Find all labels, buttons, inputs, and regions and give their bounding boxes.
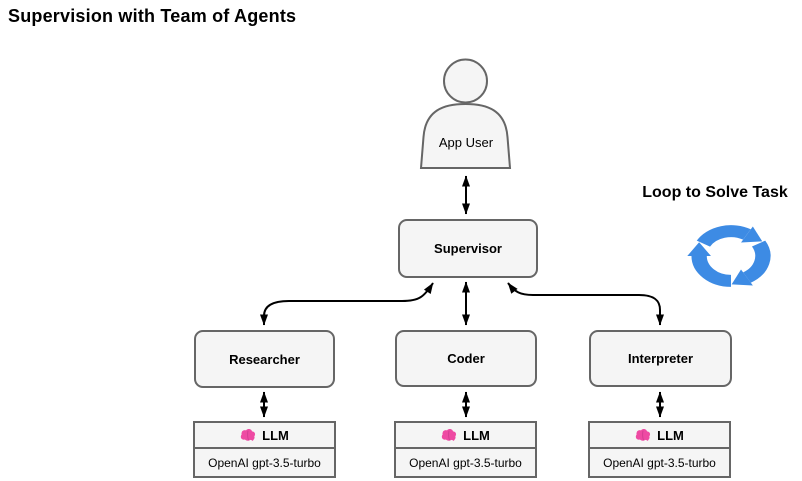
app-user-body (419, 102, 512, 169)
llm-model-label: OpenAI gpt-3.5-turbo (208, 455, 321, 470)
llm-model-label: OpenAI gpt-3.5-turbo (603, 455, 716, 470)
app-user-label: App User (438, 135, 494, 150)
llm-title-row: LLM (396, 423, 535, 449)
node-coder: Coder (395, 330, 537, 387)
diagram-title: Supervision with Team of Agents (8, 6, 297, 26)
brain-icon (441, 428, 457, 441)
brain-icon (240, 428, 256, 441)
node-interpreter: Interpreter (589, 330, 732, 387)
app-user-head (443, 58, 488, 104)
node-supervisor-label: Supervisor (434, 241, 502, 256)
llm-box-coder: LLM OpenAI gpt-3.5-turbo (394, 421, 537, 478)
node-interpreter-label: Interpreter (627, 351, 694, 366)
arrow-supervisor-researcher (260, 282, 434, 326)
brain-icon (635, 428, 651, 441)
app-user-figure (419, 58, 512, 169)
node-supervisor: Supervisor (398, 219, 538, 278)
loop-label: Loop to Solve Task (642, 184, 788, 201)
llm-model-label: OpenAI gpt-3.5-turbo (409, 455, 522, 470)
llm-label: LLM (657, 427, 684, 443)
loop-refresh-icon (672, 225, 790, 302)
arrow-supervisor-interpreter (507, 282, 664, 326)
llm-title-row: LLM (195, 423, 334, 449)
llm-box-researcher: LLM OpenAI gpt-3.5-turbo (193, 421, 336, 478)
node-coder-label: Coder (447, 351, 485, 366)
llm-label: LLM (262, 427, 289, 443)
llm-box-interpreter: LLM OpenAI gpt-3.5-turbo (588, 421, 731, 478)
llm-title-row: LLM (590, 423, 729, 449)
node-researcher: Researcher (194, 330, 335, 388)
node-researcher-label: Researcher (229, 351, 300, 367)
llm-label: LLM (463, 427, 490, 443)
